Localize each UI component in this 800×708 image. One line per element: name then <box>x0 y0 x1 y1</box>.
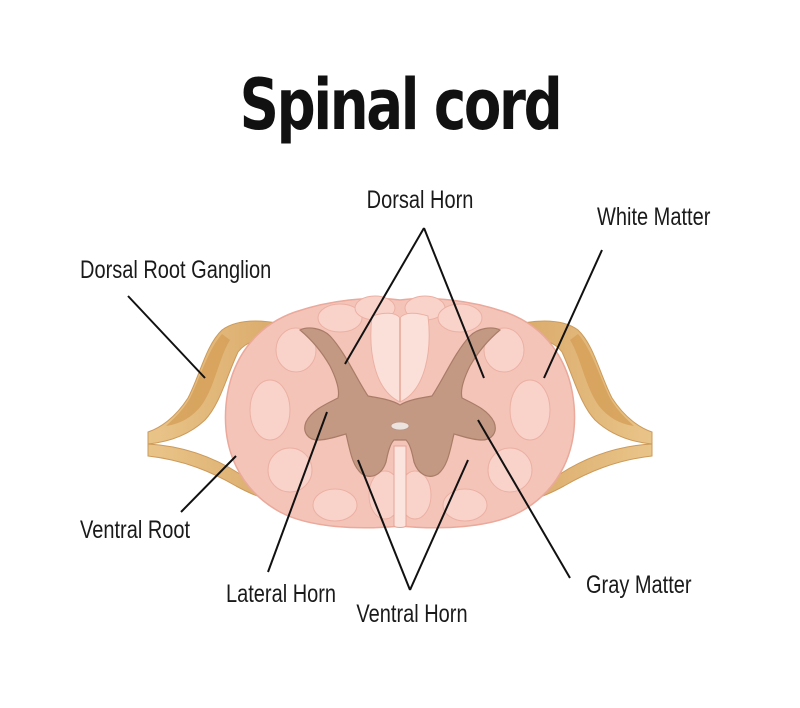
white-matter-lobe <box>317 303 363 333</box>
white-matter-lobe <box>249 379 291 441</box>
leader-ventral-root <box>180 455 237 513</box>
white-matter-lobe <box>275 327 317 373</box>
leader-dorsal-root-ganglion <box>127 295 206 379</box>
label-ventral-root: Ventral Root <box>80 516 191 544</box>
label-ventral-horn: Ventral Horn <box>356 600 468 628</box>
diagram-title: Spinal cord <box>239 64 563 146</box>
leader-white-matter <box>543 249 603 379</box>
anterior-median-fissure <box>393 445 407 528</box>
right-dorsal-root-ganglion <box>570 334 634 426</box>
label-lateral-horn: Lateral Horn <box>226 580 337 608</box>
leader-dorsal-horn-left <box>344 227 425 365</box>
white-matter <box>224 295 576 529</box>
label-dorsal-horn: Dorsal Horn <box>366 186 474 214</box>
left-dorsal-root-ganglion <box>166 334 230 426</box>
label-white-matter: White Matter <box>597 203 711 231</box>
white-matter-lobe <box>509 379 551 441</box>
white-matter-lobe <box>487 447 533 493</box>
leader-gray-matter <box>477 419 571 579</box>
label-gray-matter: Gray Matter <box>586 571 692 599</box>
white-matter-lobe <box>442 488 488 522</box>
central-canal <box>390 421 410 431</box>
white-matter-lobe <box>312 488 358 522</box>
white-matter-lobe <box>483 327 525 373</box>
leader-lateral-horn <box>267 411 328 573</box>
leader-ventral-horn-right <box>409 459 469 591</box>
gray-matter <box>298 327 502 477</box>
label-dorsal-root-ganglion: Dorsal Root Ganglion <box>80 256 272 284</box>
leader-lines <box>127 227 603 591</box>
leader-ventral-horn-left <box>357 459 411 591</box>
leader-dorsal-horn-right <box>423 227 485 379</box>
